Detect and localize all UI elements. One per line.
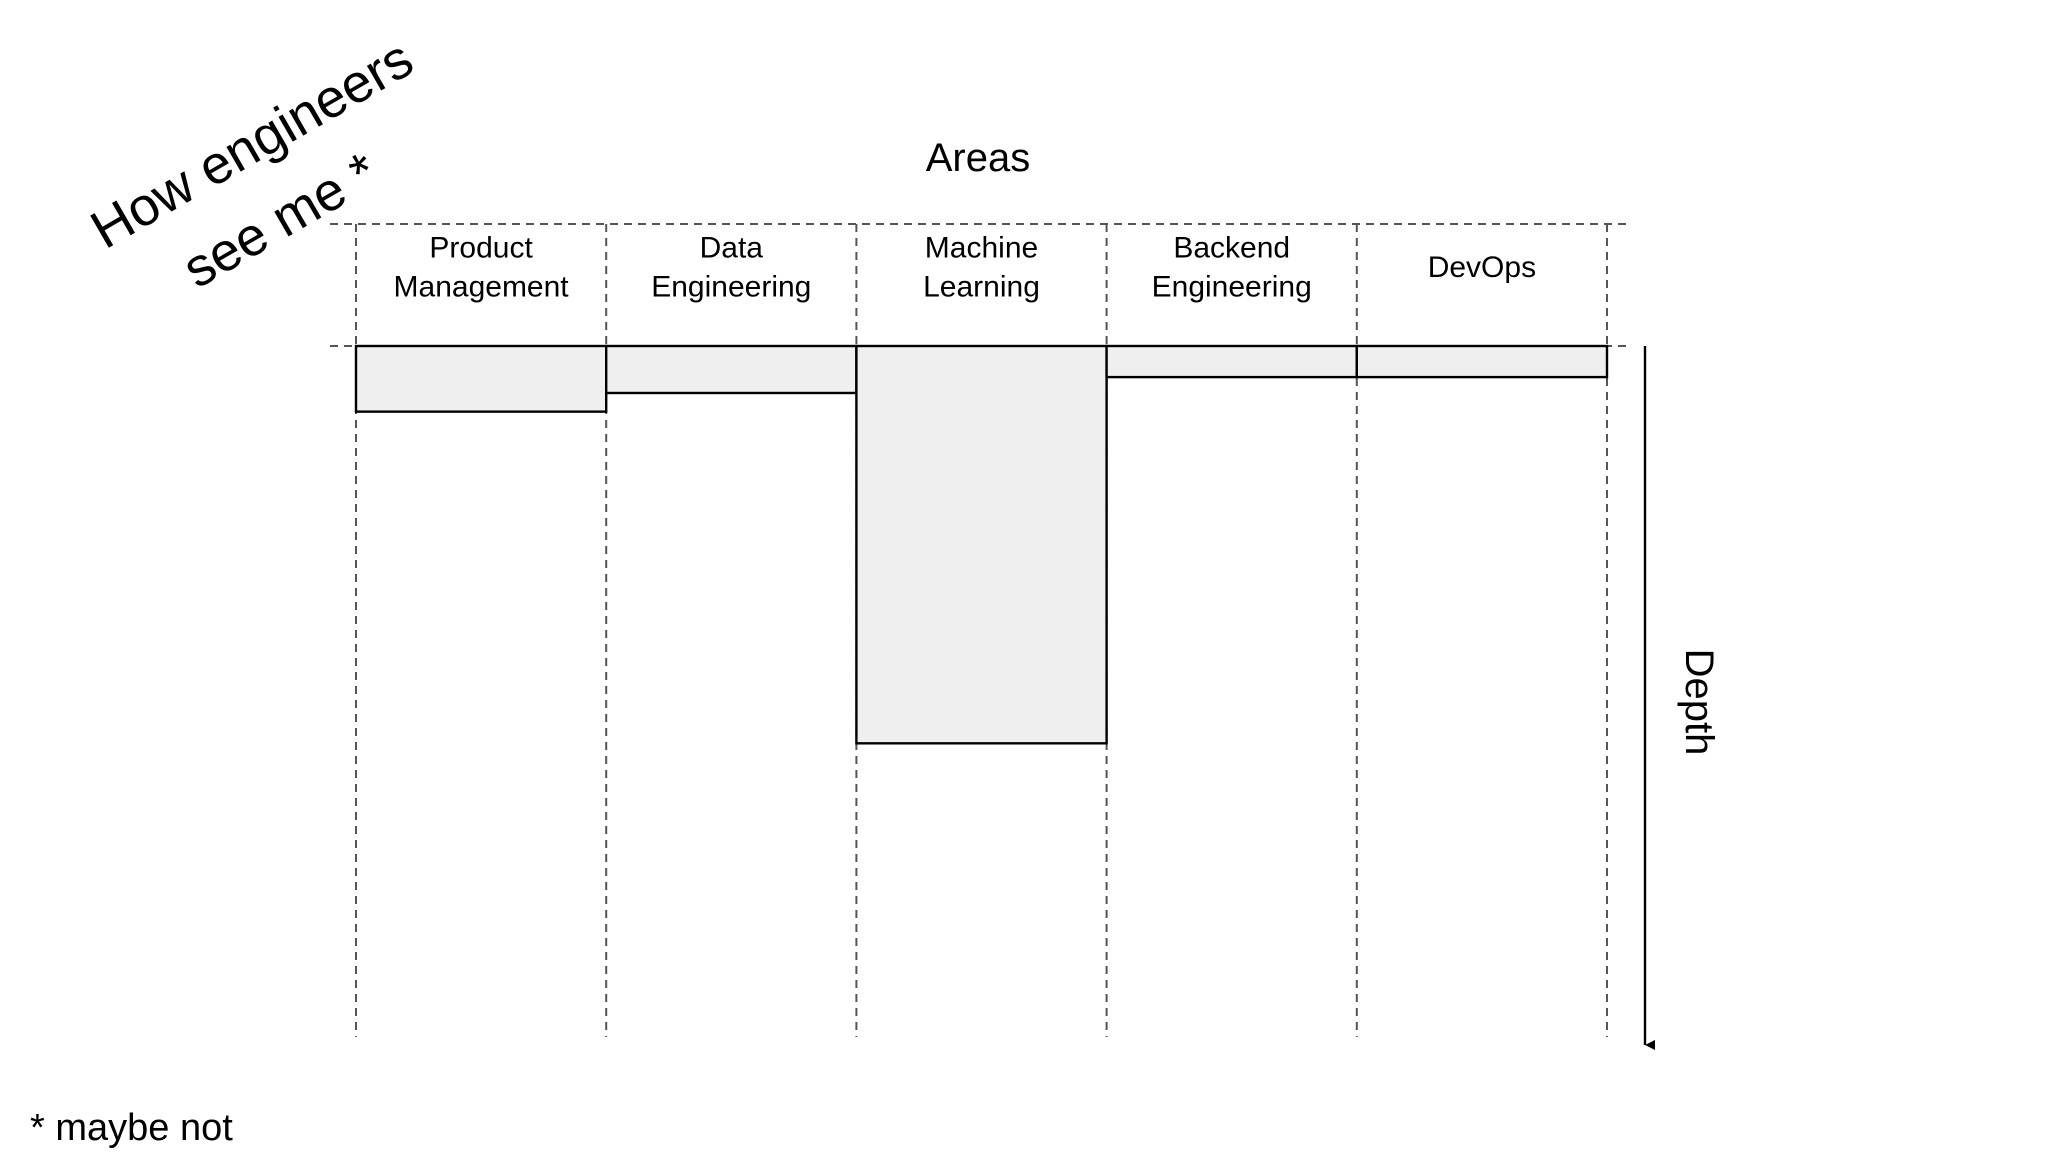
area-label-line: Product: [429, 232, 533, 265]
area-label-line: Engineering: [651, 271, 811, 304]
depth-axis-label: Depth: [1677, 649, 1721, 756]
depth-bars: [354, 344, 1609, 745]
footnote: * maybe not: [30, 1107, 233, 1149]
area-label: DevOps: [1428, 251, 1536, 284]
area-label-line: Machine: [925, 232, 1038, 265]
area-label-line: Data: [700, 232, 764, 265]
depth-bar: [354, 344, 608, 413]
depth-bar: [1355, 344, 1609, 379]
chart-title: Areas: [926, 136, 1031, 180]
area-label-line: Backend: [1173, 232, 1290, 265]
depth-bar: [605, 344, 858, 395]
area-label-line: Learning: [923, 271, 1040, 304]
area-label-line: DevOps: [1428, 251, 1536, 284]
area-label-line: Engineering: [1152, 271, 1312, 304]
area-label-line: Management: [394, 271, 570, 304]
depth-bar: [855, 344, 1108, 745]
depth-bar: [1105, 344, 1358, 379]
